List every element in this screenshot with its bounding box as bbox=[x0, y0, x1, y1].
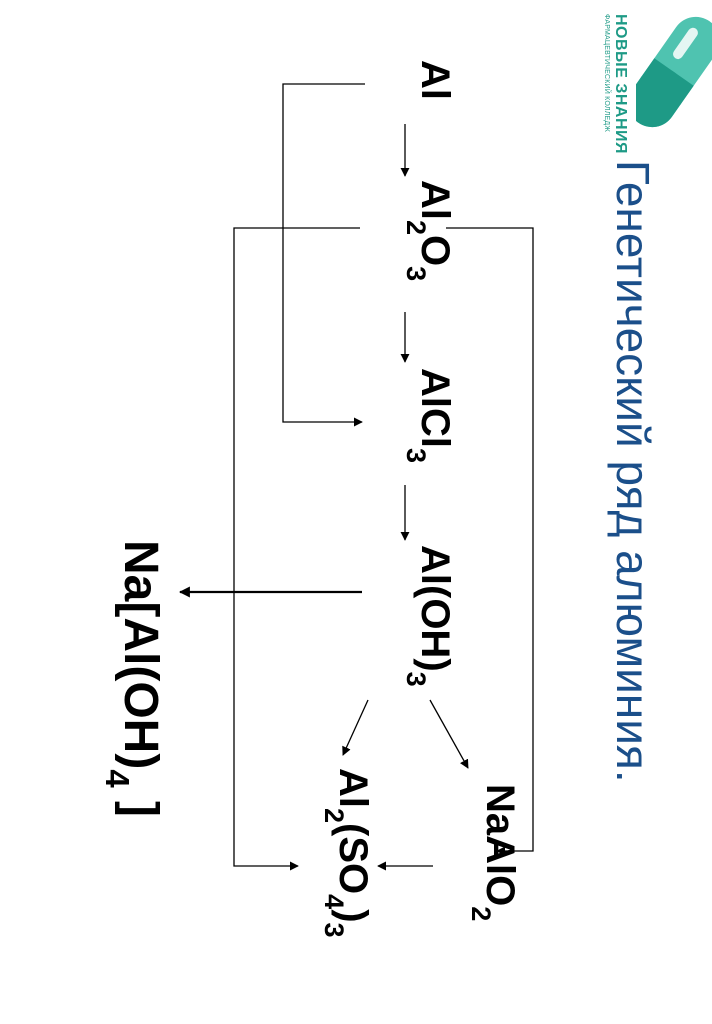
formula-part: ) bbox=[331, 909, 375, 922]
arrow-aloh3-to-naalo2 bbox=[429, 699, 469, 769]
formula-subscript: 2 bbox=[319, 808, 349, 823]
formula-part: NaAlO bbox=[478, 784, 522, 906]
formula-subscript: 3 bbox=[401, 266, 431, 281]
formula-part: Al bbox=[413, 60, 457, 100]
formula-al2so43: Al2(SO4)3 bbox=[319, 768, 375, 938]
formula-part: Al(OH) bbox=[413, 545, 457, 672]
formula-subscript: 2 bbox=[401, 220, 431, 235]
formula-part: O bbox=[413, 235, 457, 266]
formula-subscript: 4 bbox=[319, 894, 349, 909]
formula-part: AlCl bbox=[413, 368, 457, 448]
formula-part: ] bbox=[114, 788, 167, 817]
formula-naalo2: NaAlO2 bbox=[466, 784, 522, 921]
formula-part: Al bbox=[331, 768, 375, 808]
formula-part: Al bbox=[413, 180, 457, 220]
formula-subscript: 3 bbox=[401, 448, 431, 463]
formula-subscript: 2 bbox=[466, 906, 496, 921]
formula-subscript: 4 bbox=[100, 769, 137, 788]
arrow-al2o3-to-al2so43 bbox=[233, 227, 360, 871]
arrow-aloh3-to-al2so43 bbox=[342, 699, 369, 756]
formula-part: (SO bbox=[331, 823, 375, 894]
formula-part: Na[Al(OH) bbox=[114, 540, 167, 769]
arrow-al-to-alcl3 bbox=[282, 83, 365, 427]
formula-alcl3: AlCl3 bbox=[401, 368, 457, 463]
formula-naaloh4: Na[Al(OH)4 ] bbox=[100, 540, 168, 817]
formula-aloh3: Al(OH)3 bbox=[401, 545, 457, 687]
formula-subscript: 3 bbox=[401, 672, 431, 687]
formula-al: Al bbox=[413, 60, 457, 100]
formula-al2o3: Al2O3 bbox=[401, 180, 457, 281]
formula-subscript: 3 bbox=[319, 923, 349, 938]
logo-capsule-icon bbox=[636, 16, 712, 128]
arrow-al2o3-to-naalo2 bbox=[446, 227, 534, 856]
